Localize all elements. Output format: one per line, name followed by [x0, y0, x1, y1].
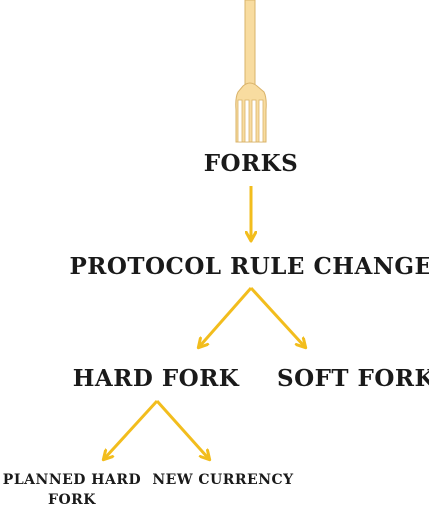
node-forks: FORKS [203, 150, 299, 177]
arrow-hard-fork-to-new-currency [155, 399, 209, 459]
node-hard-fork: HARD FORK [72, 365, 240, 392]
arrow-protocol-to-hard-fork [199, 287, 253, 347]
arrow-hard-fork-to-planned [104, 399, 159, 459]
node-new-currency: NEW CURRENCY [152, 472, 294, 488]
arrow-protocol-to-soft-fork [249, 286, 305, 347]
fork-icon [235, 0, 267, 143]
node-protocol-rule-change: PROTOCOL RULE CHANGE [69, 253, 429, 280]
node-soft-fork: SOFT FORK [276, 365, 429, 392]
node-planned-hard-fork: PLANNED HARD FORK [2, 472, 142, 508]
